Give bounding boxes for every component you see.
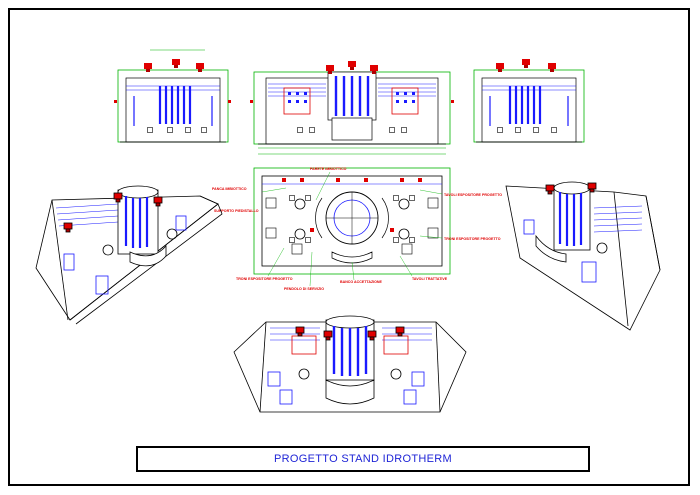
title-block: PROGETTO STAND IDROTHERM (136, 446, 590, 472)
elevation-right (473, 59, 585, 143)
label-troni-espositore-right: TRONI ESPOSITORE PROGETTO (444, 237, 501, 241)
drawing-title: PROGETTO STAND IDROTHERM (274, 453, 452, 465)
perspective-right (505, 181, 661, 331)
label-panca: PANCA IMBIOTTICO (212, 187, 247, 191)
label-troni-espositore-left: TRONI ESPOSITORE PROGETTO (236, 277, 293, 281)
label-supporto: SUPPORTO PIEDISTALLO (214, 209, 259, 213)
label-banco: BANCO ACCETTAZIONE (340, 280, 383, 284)
elevation-front (250, 61, 454, 155)
perspective-left (35, 185, 223, 325)
label-parete: PARETE IMBIOTTICO (310, 167, 347, 171)
elevation-left (114, 49, 231, 143)
perspective-bottom (233, 315, 467, 413)
label-tavoli-espositore: TAVOLI ESPOSITORE PROGETTO (444, 193, 502, 197)
label-tavoli-trattative: TAVOLI TRATTATIVE (412, 277, 448, 281)
floor-plan: PARETE IMBIOTTICO PANCA IMBIOTTICO SUPPO… (212, 167, 502, 291)
label-pendolo: PENDOLO DI SERVIZIO (284, 287, 324, 291)
